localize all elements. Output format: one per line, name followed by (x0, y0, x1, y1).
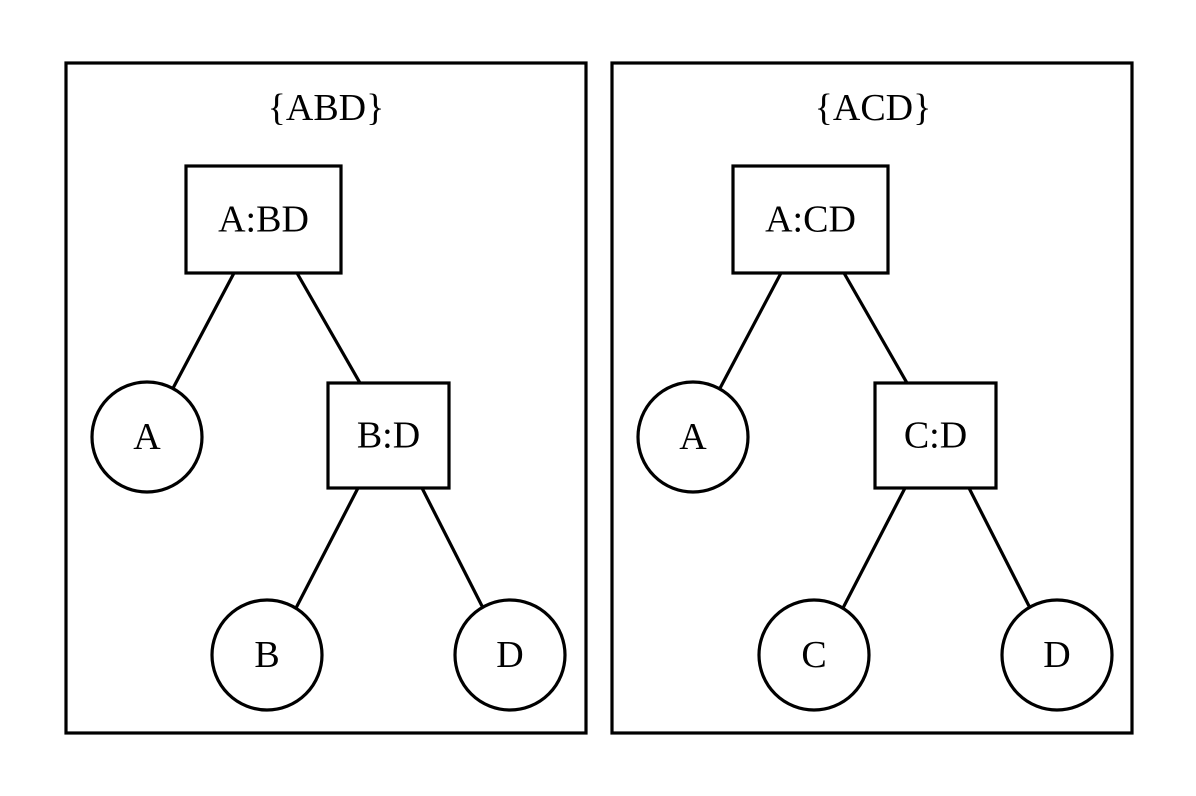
acd-root-to-a (716, 272, 783, 393)
acd-c-shape[interactable] (757, 598, 871, 712)
abd-bd-to-b (294, 487, 360, 609)
acd-d-shape[interactable] (1000, 598, 1114, 712)
abd-a-shape[interactable] (90, 380, 204, 494)
acd-cd-shape[interactable] (873, 381, 998, 490)
acd-cd-to-c (841, 487, 907, 609)
acd-c-label: C (801, 634, 826, 676)
acd-cd-label: C:D (904, 415, 967, 457)
abd-bd-label: B:D (357, 415, 420, 457)
abd-b-shape[interactable] (210, 598, 324, 712)
acd-d-label: D (1043, 634, 1070, 676)
acd-root-label: A:CD (765, 199, 856, 241)
acd-a-shape[interactable] (636, 380, 750, 494)
abd-d-shape[interactable] (453, 598, 567, 712)
abd-bd-shape[interactable] (326, 381, 451, 490)
abd-root-to-a (169, 272, 236, 393)
panel-abd-title: {ABD} (268, 87, 385, 129)
acd-cd-to-d (967, 487, 1032, 609)
acd-root-shape[interactable] (731, 164, 890, 275)
abd-root-label: A:BD (218, 199, 309, 241)
acd-a-label: A (679, 416, 707, 458)
panels-group: {ABD} A:BD A B:D B D {ACD} A:CD A C:D C D (64, 61, 1134, 735)
panel-acd: {ACD} A:CD A C:D C D (610, 61, 1134, 735)
abd-bd-to-d (420, 487, 485, 609)
abd-b-label: B (254, 634, 279, 676)
panel-abd-frame (64, 61, 588, 735)
acd-root-to-cd (842, 272, 909, 384)
abd-root-to-bd (295, 272, 362, 384)
panel-acd-title: {ACD} (815, 87, 932, 129)
abd-d-label: D (496, 634, 523, 676)
panel-abd: {ABD} A:BD A B:D B D (64, 61, 588, 735)
panel-acd-frame (610, 61, 1134, 735)
abd-a-label: A (133, 416, 161, 458)
abd-root-shape[interactable] (184, 164, 343, 275)
